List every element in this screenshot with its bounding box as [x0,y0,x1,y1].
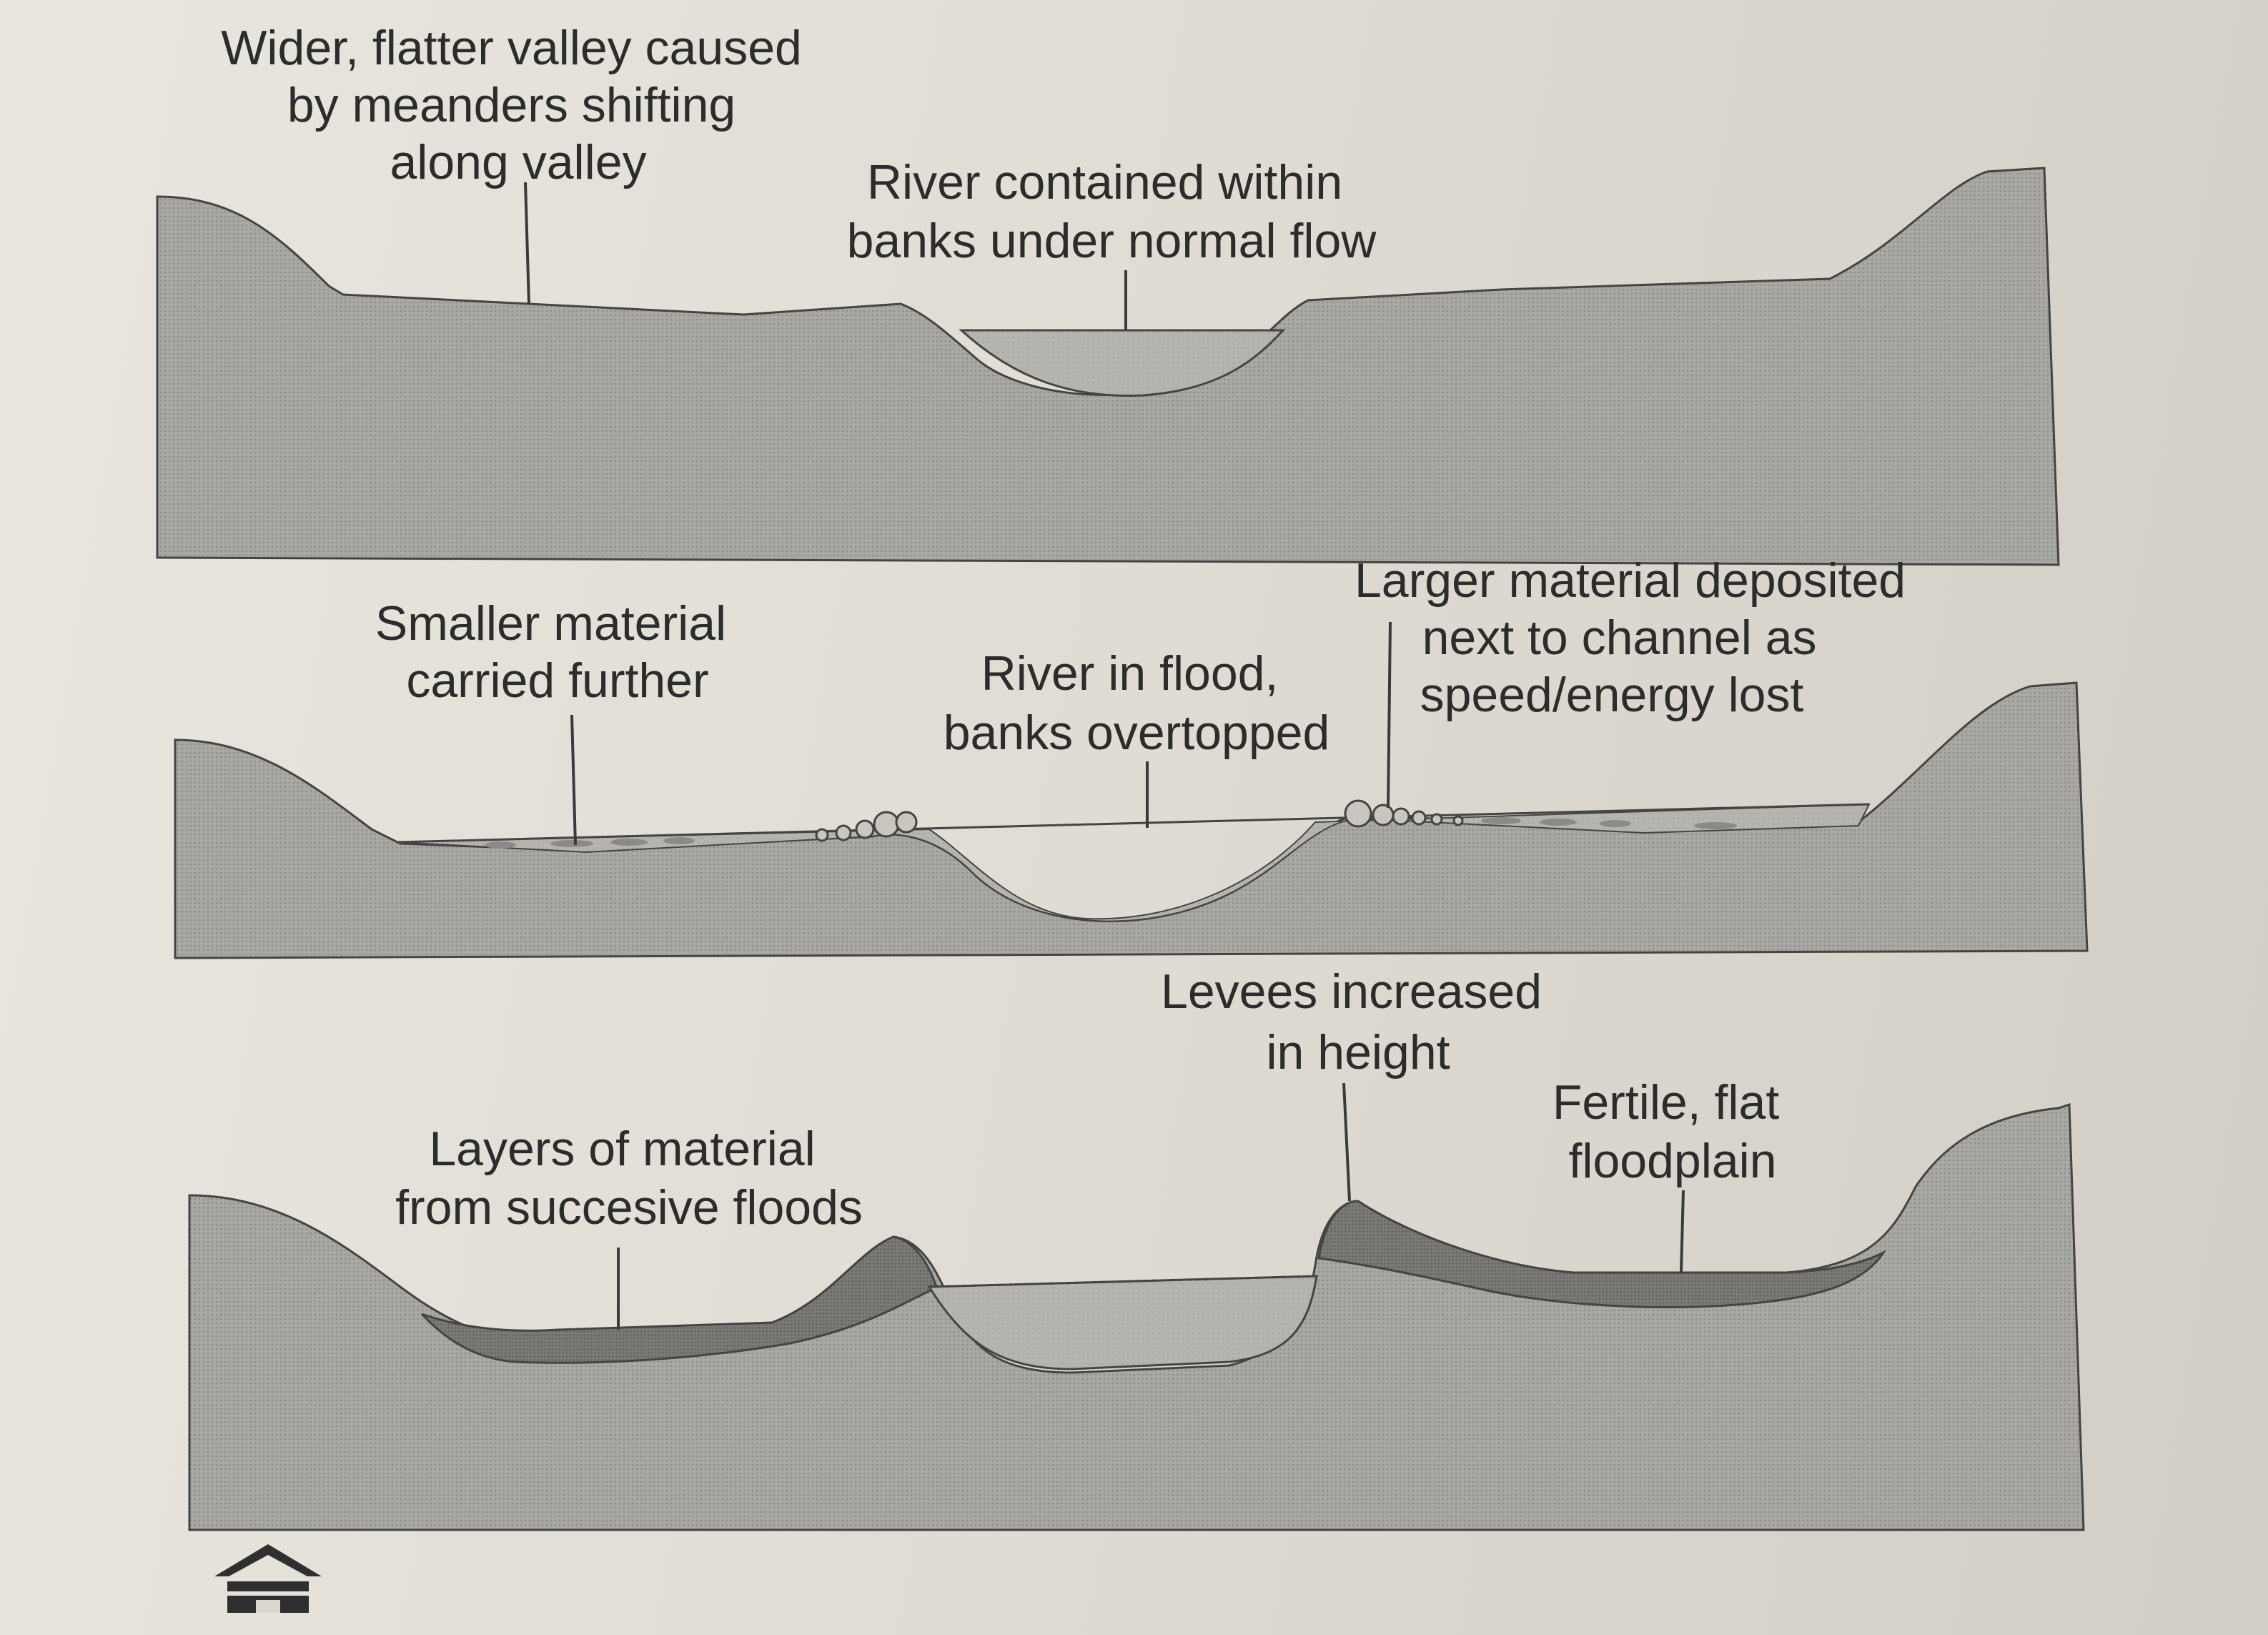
label-river-contained: River contained within banks under norma… [847,155,1377,268]
leader-wider-valley [524,182,530,305]
label-larger-material: Larger material deposited next to channe… [1355,553,1919,722]
leader-floodplain [1680,1190,1685,1273]
leader-lines [524,182,1685,1330]
panel-after-floods [188,1102,2085,1531]
panel-normal-flow [156,167,2060,566]
deposited-pebbles [815,799,1464,842]
river-channel-normal [959,329,1286,397]
river-channel-3 [927,1275,1318,1370]
label-smaller-material: Smaller material carried further [375,596,740,708]
label-levees-increased: Levees increased in height [1161,964,1555,1080]
house-icon [214,1544,322,1613]
label-fertile-floodplain: Fertile, flat floodplain [1553,1075,1793,1188]
leader-levees [1342,1082,1351,1202]
label-wider-valley: Wider, flatter valley caused by meanders… [221,21,816,189]
panel-in-flood [174,681,2089,959]
label-river-in-flood: River in flood, banks overtopped [944,646,1330,760]
sediment-layers-right [1317,1200,1887,1308]
fine-sediment [485,817,1737,849]
sediment-layers-left [420,1235,938,1364]
label-layers-material: Layers of material from succesive floods [395,1122,863,1235]
leader-larger-material [1387,621,1392,809]
leader-smaller-material [570,714,577,846]
flood-water-surface [396,803,1870,844]
